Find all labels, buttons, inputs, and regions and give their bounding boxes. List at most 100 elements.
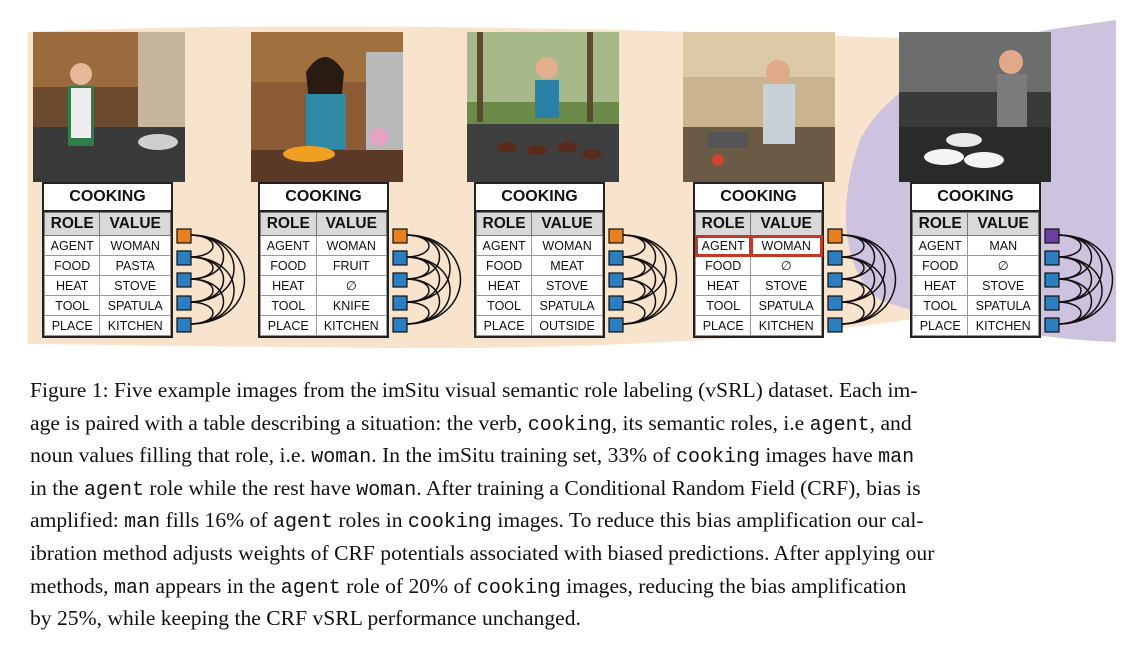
verb-title: COOKING — [695, 184, 822, 212]
caption-text: Figure 1: Five example images from the i… — [30, 378, 918, 402]
caption-code-man: man — [113, 576, 150, 600]
value-cell: WOMAN — [531, 235, 603, 256]
crf-edge — [188, 234, 235, 303]
crf-node-agent — [827, 228, 843, 244]
caption-code-man: man — [878, 446, 915, 470]
crf-node-agent — [608, 228, 624, 244]
crf-edge — [1056, 301, 1082, 325]
crf-node-role — [176, 295, 192, 311]
caption-line-5: amplified: man fills 16% of agent roles … — [30, 504, 1115, 537]
caption-text: noun values filling that role, i.e. — [30, 443, 312, 468]
crf-node-role — [608, 317, 624, 333]
crf-node-role — [176, 250, 192, 266]
verb-title: COOKING — [44, 184, 171, 212]
value-cell: STOVE — [99, 275, 171, 296]
caption-text: role of 20% of — [340, 573, 477, 598]
caption-line-3: noun values filling that role, i.e. woma… — [30, 439, 1115, 472]
caption-code-cooking: cooking — [675, 446, 760, 470]
figure-caption: Figure 1: Five example images from the i… — [30, 374, 1115, 635]
value-cell: KITCHEN — [99, 315, 171, 336]
crf-node-role — [608, 295, 624, 311]
role-cell: TOOL — [43, 295, 101, 316]
value-cell: SPATULA — [99, 295, 171, 316]
caption-code-cooking: cooking — [407, 511, 492, 535]
caption-text: images. To reduce this bias amplificatio… — [491, 508, 924, 533]
role-cell: TOOL — [911, 295, 969, 316]
caption-text: role while the rest have — [144, 475, 357, 500]
crf-edge — [404, 256, 451, 325]
role-header: ROLE — [694, 212, 752, 236]
crf-edge — [839, 301, 865, 325]
photo-man-cooking-kitchen — [683, 32, 835, 182]
role-cell: PLACE — [475, 315, 533, 336]
caption-text: fills 16% of — [160, 508, 273, 533]
crf-node-role — [1044, 272, 1060, 288]
caption-line-2: age is paired with a table describing a … — [30, 407, 1115, 440]
caption-text: . In the imSitu training set, 33% of — [371, 443, 676, 468]
caption-text: in the — [30, 475, 84, 500]
crf-edge — [620, 234, 667, 303]
caption-code-cooking: cooking — [527, 413, 612, 437]
crf-node-agent — [176, 228, 192, 244]
crf-node-role — [176, 272, 192, 288]
crf-node-role — [827, 295, 843, 311]
photo-man-cooking-restaurant — [899, 32, 1051, 182]
caption-line-6: ibration method adjusts weights of CRF p… — [30, 537, 1115, 570]
caption-code-cooking: cooking — [476, 576, 561, 600]
crf-edge — [839, 234, 886, 303]
caption-text: ibration method adjusts weights of CRF p… — [30, 540, 935, 565]
crf-node-role — [1044, 250, 1060, 266]
crf-edge — [188, 301, 214, 325]
value-cell: OUTSIDE — [531, 315, 603, 336]
caption-text: methods, — [30, 573, 114, 598]
caption-code-agent: agent — [83, 478, 144, 502]
crf-edge — [188, 256, 235, 325]
role-cell-highlighted: AGENT — [694, 234, 752, 257]
crf-node-role — [827, 250, 843, 266]
value-cell: KNIFE — [315, 295, 388, 316]
role-cell: AGENT — [911, 235, 969, 256]
caption-text: appears in the — [150, 573, 281, 598]
verb-title: COOKING — [912, 184, 1039, 212]
crf-node-role — [827, 317, 843, 333]
caption-code-man: man — [124, 511, 161, 535]
value-header: VALUE — [99, 212, 171, 236]
caption-line-8: by 25%, while keeping the CRF vSRL perfo… — [30, 602, 1115, 635]
caption-text: , and — [869, 410, 912, 435]
crf-node-role — [1044, 295, 1060, 311]
crf-node-role — [392, 295, 408, 311]
crf-node-role — [608, 272, 624, 288]
crf-edge — [404, 301, 430, 325]
crf-node-role — [392, 317, 408, 333]
value-cell: SPATULA — [967, 295, 1039, 316]
caption-text: roles in — [332, 508, 408, 533]
value-cell: WOMAN — [99, 235, 171, 256]
role-cell: AGENT — [43, 235, 101, 256]
photo-woman-grilling-outside — [467, 32, 619, 182]
crf-edge — [1056, 234, 1103, 303]
crf-edge — [620, 256, 667, 325]
role-header: ROLE — [260, 212, 317, 236]
value-cell: PASTA — [99, 255, 171, 276]
caption-text: by 25%, while keeping the CRF vSRL perfo… — [30, 606, 581, 631]
role-cell: FOOD — [475, 255, 533, 276]
role-cell: PLACE — [260, 315, 317, 336]
crf-node-role — [608, 250, 624, 266]
role-header: ROLE — [43, 212, 101, 236]
crf-node-agent — [392, 228, 408, 244]
verb-title: COOKING — [476, 184, 603, 212]
value-header: VALUE — [531, 212, 603, 236]
crf-factor-graph — [176, 228, 1114, 333]
crf-node-agent — [1044, 228, 1060, 244]
role-cell: HEAT — [43, 275, 101, 296]
caption-code-agent: agent — [272, 511, 333, 535]
caption-code-woman: woman — [311, 446, 372, 470]
crf-edge — [404, 234, 451, 303]
role-cell: FOOD — [260, 255, 317, 276]
role-cell: PLACE — [694, 315, 752, 336]
